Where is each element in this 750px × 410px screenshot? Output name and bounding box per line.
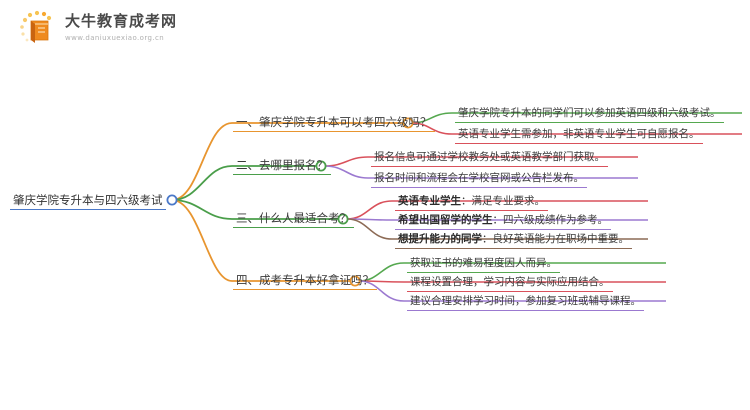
branch-1-child-2[interactable]: 英语专业学生需参加，非英语专业学生可自愿报名。 <box>455 125 703 144</box>
branch-3-child-3[interactable]: 想提升能力的同学：良好英语能力在职场中重要。 <box>395 230 632 249</box>
branch-3-child-3-bold: 想提升能力的同学 <box>398 233 482 245</box>
branch-3-child-2[interactable]: 希望出国留学的学生：四六级成绩作为参考。 <box>395 211 611 230</box>
page-header: 大牛教育成考网 www.daniuxuexiao.org.cn <box>0 0 750 56</box>
branch-4-child-3[interactable]: 建议合理安排学习时间，参加复习班或辅导课程。 <box>407 292 644 311</box>
branch-4-child-3-label: 建议合理安排学习时间，参加复习班或辅导课程。 <box>407 294 644 311</box>
branch-2-child-2-label: 报名时间和流程会在学校官网或公告栏发布。 <box>371 171 587 188</box>
site-logo: 大牛教育成考网 www.daniuxuexiao.org.cn <box>18 9 177 47</box>
branch-3-child-3-rest: ：良好英语能力在职场中重要。 <box>482 233 629 245</box>
branch-3-child-1-rest: ：满足专业要求。 <box>461 195 545 207</box>
branch-3-child-2-label: 希望出国留学的学生：四六级成绩作为参考。 <box>395 213 611 230</box>
branch-1-child-1[interactable]: 肇庆学院专升本的同学们可以参加英语四级和六级考试。 <box>455 104 724 123</box>
branch-4-child-2-label: 课程设置合理，学习内容与实际应用结合。 <box>407 275 613 292</box>
book-icon <box>18 9 58 47</box>
branch-label-3: 三、什么人最适合考？ <box>233 211 354 228</box>
branch-label-4: 四、成考专升本好拿证吗？ <box>233 273 377 290</box>
branch-3-child-2-bold: 希望出国留学的学生 <box>398 214 493 226</box>
branch-label-1: 一、肇庆学院专升本可以考四六级吗？ <box>233 115 435 132</box>
branch-node-3[interactable]: 三、什么人最适合考？ <box>233 210 354 228</box>
branch-2-child-1[interactable]: 报名信息可通过学校教务处或英语教学部门获取。 <box>371 148 608 167</box>
root-label: 肇庆学院专升本与四六级考试 <box>10 193 166 210</box>
branch-label-2: 二、去哪里报名？ <box>233 158 331 175</box>
branch-4-child-2[interactable]: 课程设置合理，学习内容与实际应用结合。 <box>407 273 613 292</box>
branch-4-child-1-label: 获取证书的难易程度因人而异。 <box>407 256 560 273</box>
branch-3-child-2-rest: ：四六级成绩作为参考。 <box>492 214 609 226</box>
branch-node-4[interactable]: 四、成考专升本好拿证吗？ <box>233 272 377 290</box>
branch-node-1[interactable]: 一、肇庆学院专升本可以考四六级吗？ <box>233 114 435 132</box>
branch-2-child-1-label: 报名信息可通过学校教务处或英语教学部门获取。 <box>371 150 608 167</box>
branch-3-child-3-label: 想提升能力的同学：良好英语能力在职场中重要。 <box>395 232 632 249</box>
logo-text-block: 大牛教育成考网 www.daniuxuexiao.org.cn <box>65 13 177 43</box>
branch-4-child-1[interactable]: 获取证书的难易程度因人而异。 <box>407 254 560 273</box>
branch-3-child-1-label: 英语专业学生：满足专业要求。 <box>395 194 548 211</box>
branch-3-child-1-bold: 英语专业学生 <box>398 195 461 207</box>
branch-1-child-1-label: 肇庆学院专升本的同学们可以参加英语四级和六级考试。 <box>455 106 724 123</box>
branch-2-child-2[interactable]: 报名时间和流程会在学校官网或公告栏发布。 <box>371 169 587 188</box>
branch-node-2[interactable]: 二、去哪里报名？ <box>233 157 331 175</box>
logo-title: 大牛教育成考网 <box>65 12 178 30</box>
mindmap-root-node[interactable]: 肇庆学院专升本与四六级考试 <box>10 192 166 210</box>
logo-url: www.daniuxuexiao.org.cn <box>65 34 165 42</box>
branch-1-child-2-label: 英语专业学生需参加，非英语专业学生可自愿报名。 <box>455 127 703 144</box>
branch-3-child-1[interactable]: 英语专业学生：满足专业要求。 <box>395 192 548 211</box>
